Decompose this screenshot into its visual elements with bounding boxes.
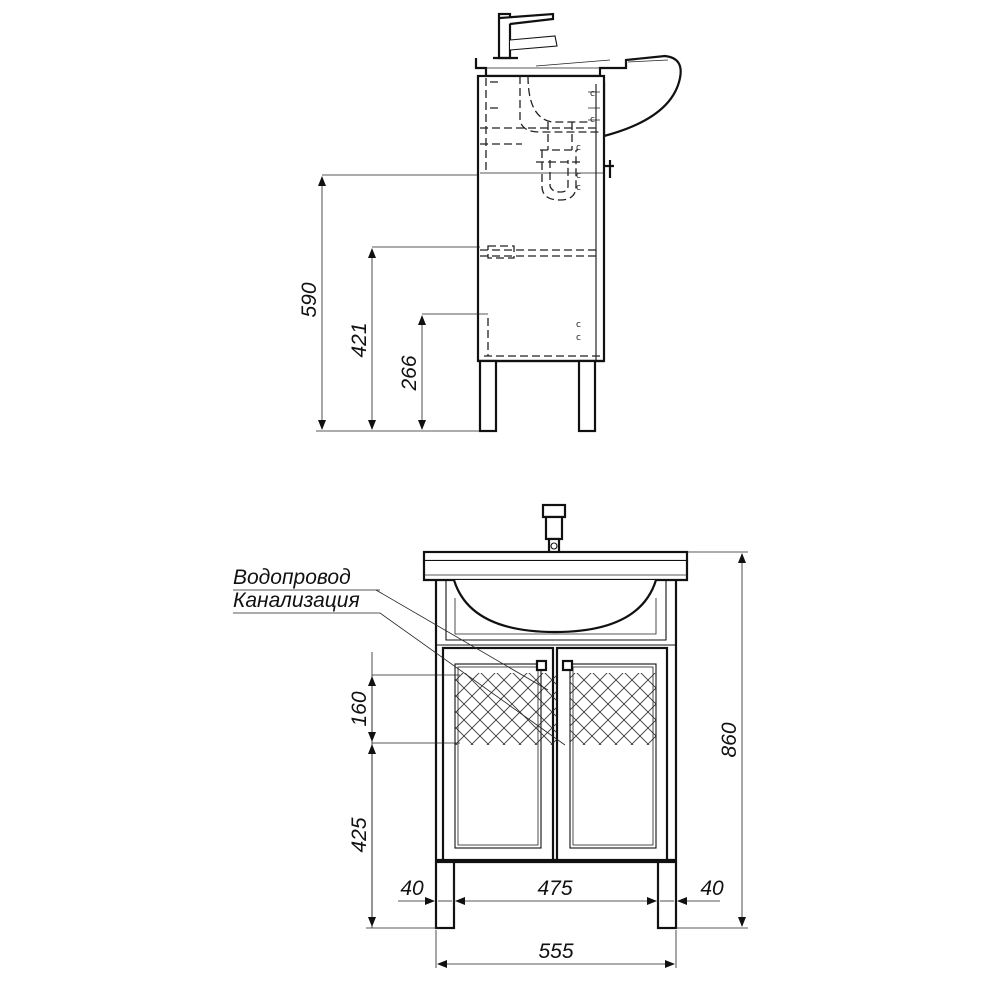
dim-475: 475	[537, 877, 572, 900]
dim-425: 425	[348, 817, 371, 852]
dim-266: 266	[398, 355, 421, 391]
door-handle-left	[535, 659, 548, 672]
faucet-front	[541, 503, 567, 555]
label-sewer: Канализация	[233, 589, 360, 612]
dim-555: 555	[538, 940, 573, 963]
dim-421: 421	[348, 322, 371, 357]
front-view: Водопровод Канализация 160 425 860	[233, 503, 748, 968]
cabinet-side	[476, 74, 614, 433]
svg-text:c: c	[576, 183, 581, 193]
svg-text:c: c	[576, 171, 581, 181]
front-dimension-lines	[366, 551, 748, 968]
pipe-leaders	[233, 589, 566, 746]
svg-text:c: c	[576, 333, 581, 343]
dim-160: 160	[348, 691, 371, 726]
dim-590: 590	[298, 282, 321, 317]
dim-40-left: 40	[400, 877, 424, 900]
faucet-side	[493, 12, 558, 60]
side-view: c c c c c c c 590 421 266	[298, 12, 682, 433]
label-water-supply: Водопровод	[233, 566, 351, 589]
side-dimension-lines	[316, 174, 488, 432]
dim-40-right: 40	[700, 877, 724, 900]
door-handle-right	[561, 659, 574, 672]
hidden-lines-side: c c c c c c c	[480, 75, 600, 357]
dim-860: 860	[718, 722, 741, 757]
svg-text:c: c	[590, 89, 595, 99]
washbasin-front	[422, 550, 689, 634]
svg-text:c: c	[576, 320, 581, 330]
cabinet-front	[434, 580, 678, 930]
svg-text:c: c	[590, 115, 595, 125]
svg-text:c: c	[576, 143, 581, 153]
